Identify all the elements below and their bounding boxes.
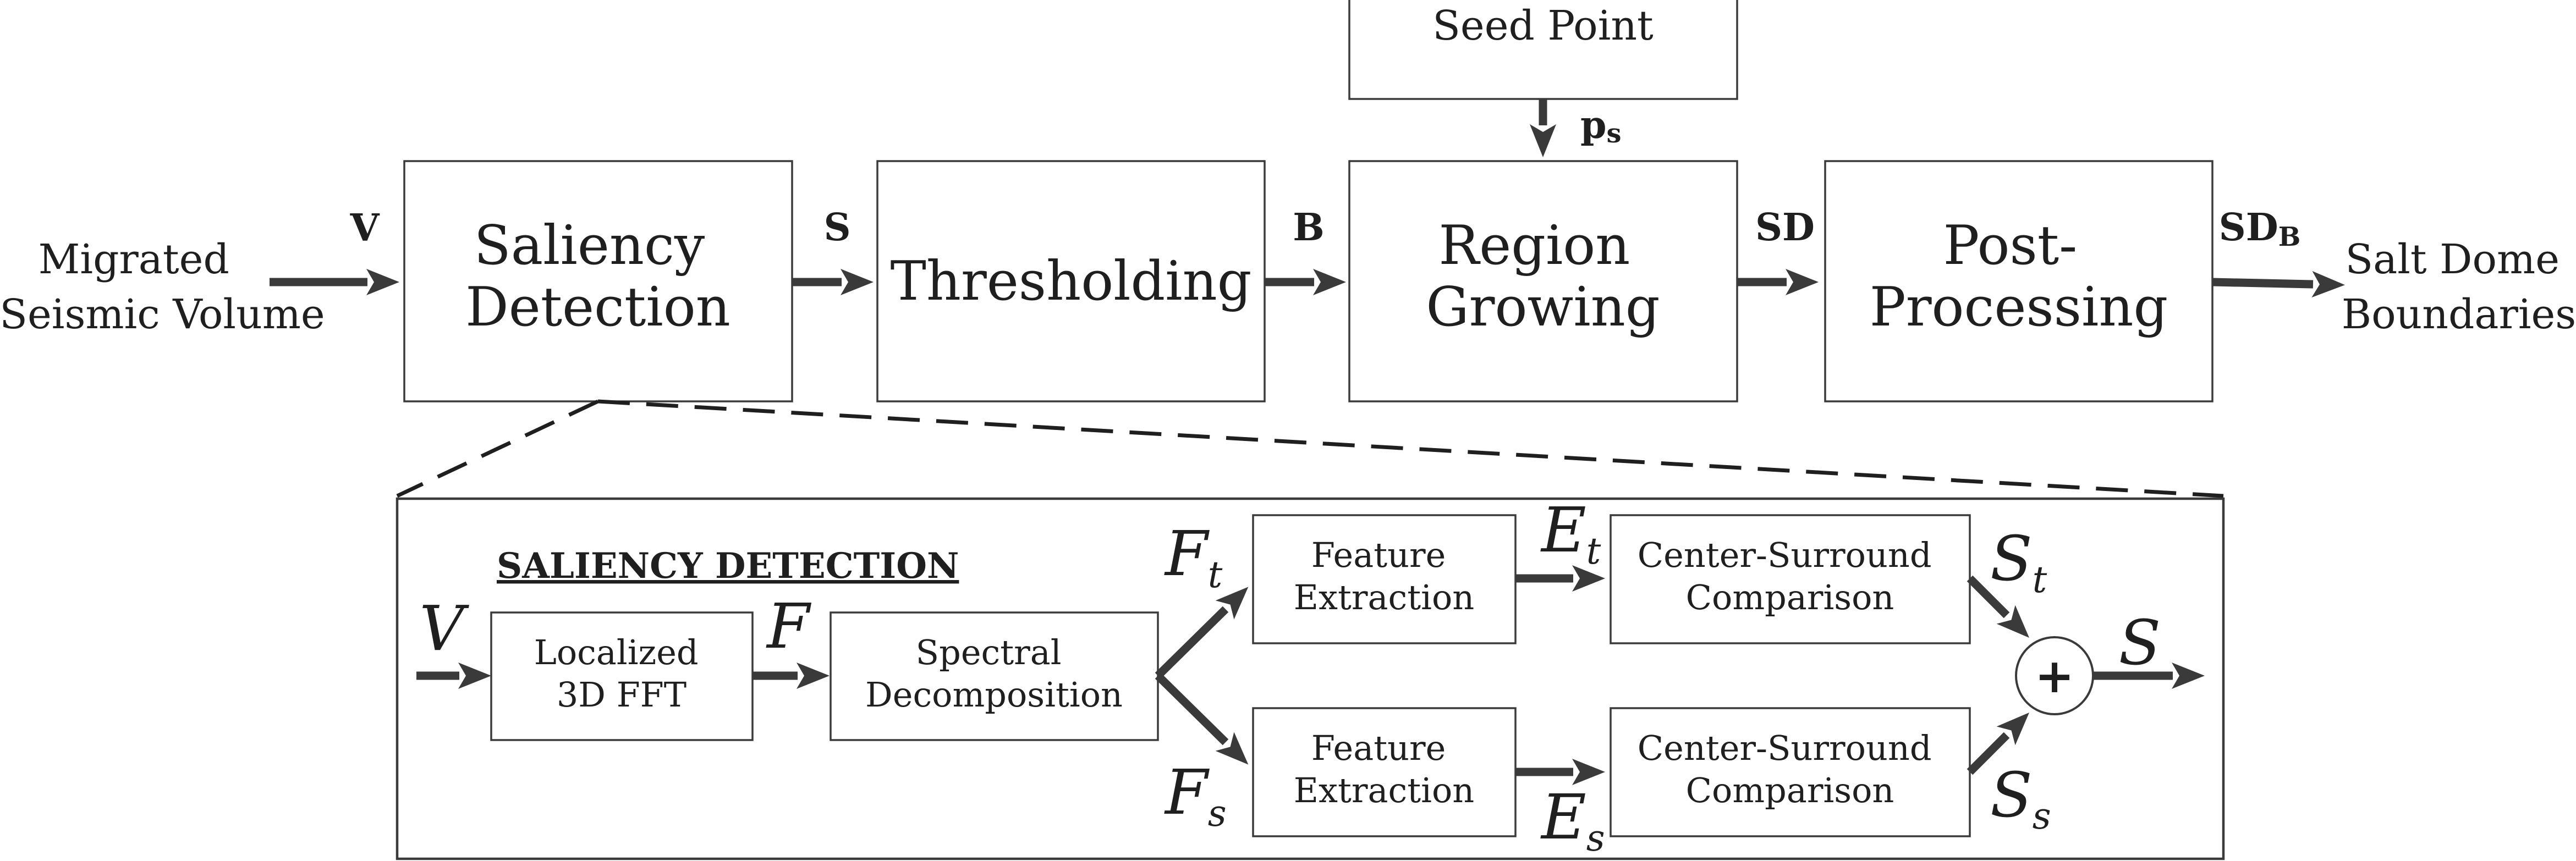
saliency-detection-label: Saliency Detection <box>465 214 730 339</box>
detail-signal-v: V <box>420 593 470 665</box>
region-growing-label: Region Growing <box>1426 214 1660 339</box>
detail-signal-st: St <box>1990 523 2047 601</box>
zoom-line-left <box>396 399 599 498</box>
seed-point-label: Seed Point <box>1432 2 1654 49</box>
thresholding-block <box>876 160 1266 402</box>
detail-heading: SALIENCY DETECTION <box>497 545 959 587</box>
arrow-st-to-sum <box>1967 575 2030 638</box>
arrow-spectral-to-bottom <box>1155 672 1249 765</box>
feature-extraction-bottom-block <box>1252 707 1517 837</box>
detail-signal-ss: Ss <box>1990 760 2051 837</box>
fft-block <box>490 611 754 741</box>
detail-signal-ft: Ft <box>1164 518 1223 596</box>
signal-v: V <box>350 206 380 250</box>
signal-s: S <box>823 206 850 250</box>
signal-sdb: SDB <box>2219 206 2301 252</box>
center-surround-top-label: Center-Surround Comparison <box>1638 535 1943 617</box>
output-label: Salt Dome Boundaries <box>2342 236 2576 338</box>
center-surround-bottom-block <box>1610 707 1971 837</box>
arrow-ss-to-sum <box>1967 712 2030 775</box>
detail-signal-fs: Fs <box>1164 757 1227 835</box>
summation-symbol: + <box>2035 649 2074 704</box>
arrow-post-to-output <box>2212 271 2345 297</box>
region-growing-block <box>1348 160 1738 402</box>
feature-extraction-top-label: Feature Extraction <box>1294 535 1474 617</box>
zoom-line-right <box>597 399 2224 498</box>
post-processing-block <box>1824 160 2214 402</box>
signal-ps: ps <box>1580 103 1622 149</box>
arrow-spectral-to-top <box>1155 587 1249 679</box>
detail-signal-f: F <box>766 591 811 663</box>
detail-signal-s-out: S <box>2119 608 2161 679</box>
fft-label: Localized 3D FFT <box>534 632 710 715</box>
detail-signal-es: Es <box>1540 782 1605 859</box>
center-surround-bottom-label: Center-Surround Comparison <box>1638 728 1943 810</box>
feature-extraction-bottom-label: Feature Extraction <box>1294 728 1474 810</box>
spectral-block <box>830 611 1159 741</box>
signal-b: B <box>1293 206 1324 250</box>
signal-sd: SD <box>1755 206 1815 250</box>
seed-point-block <box>1348 0 1738 100</box>
post-processing-label: Post- Processing <box>1870 214 2168 339</box>
thresholding-label: Thresholding <box>890 250 1251 313</box>
center-surround-top-block <box>1610 514 1971 644</box>
input-label: Migrated Seismic Volume <box>0 236 325 338</box>
spectral-label: Spectral Decomposition <box>865 632 1123 715</box>
detail-signal-et: Et <box>1540 495 1601 572</box>
